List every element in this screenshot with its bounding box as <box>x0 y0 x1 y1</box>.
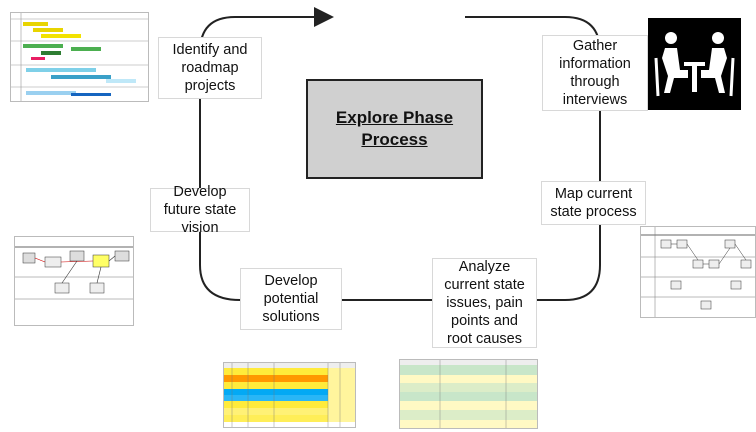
step-future-state-vision: Develop future state vision <box>150 184 250 236</box>
loop-left <box>199 98 241 301</box>
roadmap-gantt-thumbnail <box>10 12 149 102</box>
step-identify-roadmap: Identify and roadmap projects <box>158 37 262 99</box>
step-gather-information: Gather information through interviews <box>542 35 648 111</box>
step-map-current-state: Map current state process <box>541 181 646 225</box>
explore-phase-box: Explore Phase Process <box>306 79 483 179</box>
center-title: Explore Phase Process <box>335 108 454 149</box>
current-state-map-thumbnail <box>640 226 756 318</box>
solutions-spreadsheet-thumbnail <box>223 362 356 428</box>
interview-icon <box>648 18 741 110</box>
loop-right <box>465 16 601 301</box>
future-state-map-thumbnail <box>14 236 134 326</box>
step-analyze-issues: Analyze current state issues, pain point… <box>432 258 537 348</box>
step-develop-solutions: Develop potential solutions <box>240 268 342 330</box>
analysis-spreadsheet-thumbnail <box>399 359 538 429</box>
